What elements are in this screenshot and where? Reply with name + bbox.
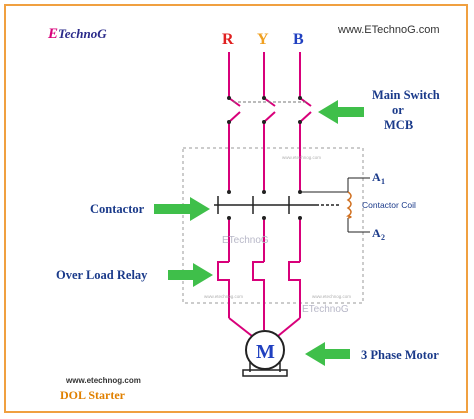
- watermark-tiny-2: www.etechnog.com: [204, 294, 243, 299]
- phase-y-label: Y: [257, 31, 269, 48]
- green-arrows: [154, 100, 364, 366]
- footer-title: DOL Starter: [60, 388, 126, 402]
- terminal-a1-sub: 1: [381, 177, 385, 186]
- brand-logo-e: E: [47, 26, 58, 42]
- contactor-enclosure: [182, 147, 364, 304]
- contactor-coil: [346, 191, 352, 219]
- arrow-right-icon: [168, 263, 213, 287]
- brand-logo-text: TechnoG: [58, 26, 107, 41]
- main-switch-label-3: MCB: [384, 118, 413, 132]
- main-switch-label-2: or: [392, 103, 404, 117]
- motor-symbol: [242, 330, 288, 377]
- motor-label: 3 Phase Motor: [361, 348, 439, 362]
- arrow-right-icon: [154, 197, 210, 221]
- terminal-a2-sub: 2: [381, 233, 385, 242]
- power-wires: [217, 52, 370, 337]
- arrow-left-icon: [305, 342, 350, 366]
- main-switch-label-1: Main Switch: [372, 88, 440, 102]
- footer-website: www.etechnog.com: [65, 376, 141, 385]
- arrow-left-icon: [318, 100, 364, 124]
- watermark-tiny-1: www.etechnog.com: [282, 155, 321, 160]
- contactor-contacts: [214, 196, 340, 214]
- terminal-a2-label: A: [372, 226, 381, 240]
- switch-contacts: [227, 96, 302, 220]
- overload-relay-label: Over Load Relay: [56, 268, 148, 282]
- phase-b-label: B: [293, 31, 304, 48]
- watermark-tiny-3: www.etechnog.com: [312, 294, 351, 299]
- motor-m-symbol: M: [256, 341, 275, 363]
- website-top: www.ETechnoG.com: [337, 24, 439, 36]
- contactor-coil-label: Contactor Coil: [362, 200, 416, 210]
- phase-r-label: R: [222, 31, 234, 48]
- terminal-a1-label: A: [372, 170, 381, 184]
- watermark-low: ETechnoG: [302, 304, 349, 315]
- contactor-label: Contactor: [90, 202, 145, 216]
- diagram-frame: [4, 4, 468, 413]
- watermark-mid: ETechnoG: [222, 235, 269, 246]
